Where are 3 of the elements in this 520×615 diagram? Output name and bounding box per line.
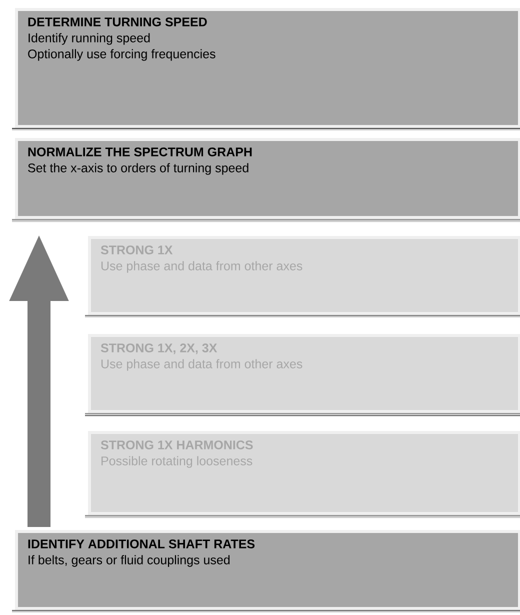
step-box: NORMALIZE THE SPECTRUM GRAPH Set the x-axis to orders of turning speed [12,138,520,222]
step-box: DETERMINE TURNING SPEED Identify running speed Optionally use forcing frequencies [12,8,520,131]
step-box: IDENTIFY ADDITIONAL SHAFT RATES If belts, gears or fluid couplings used [12,530,520,613]
